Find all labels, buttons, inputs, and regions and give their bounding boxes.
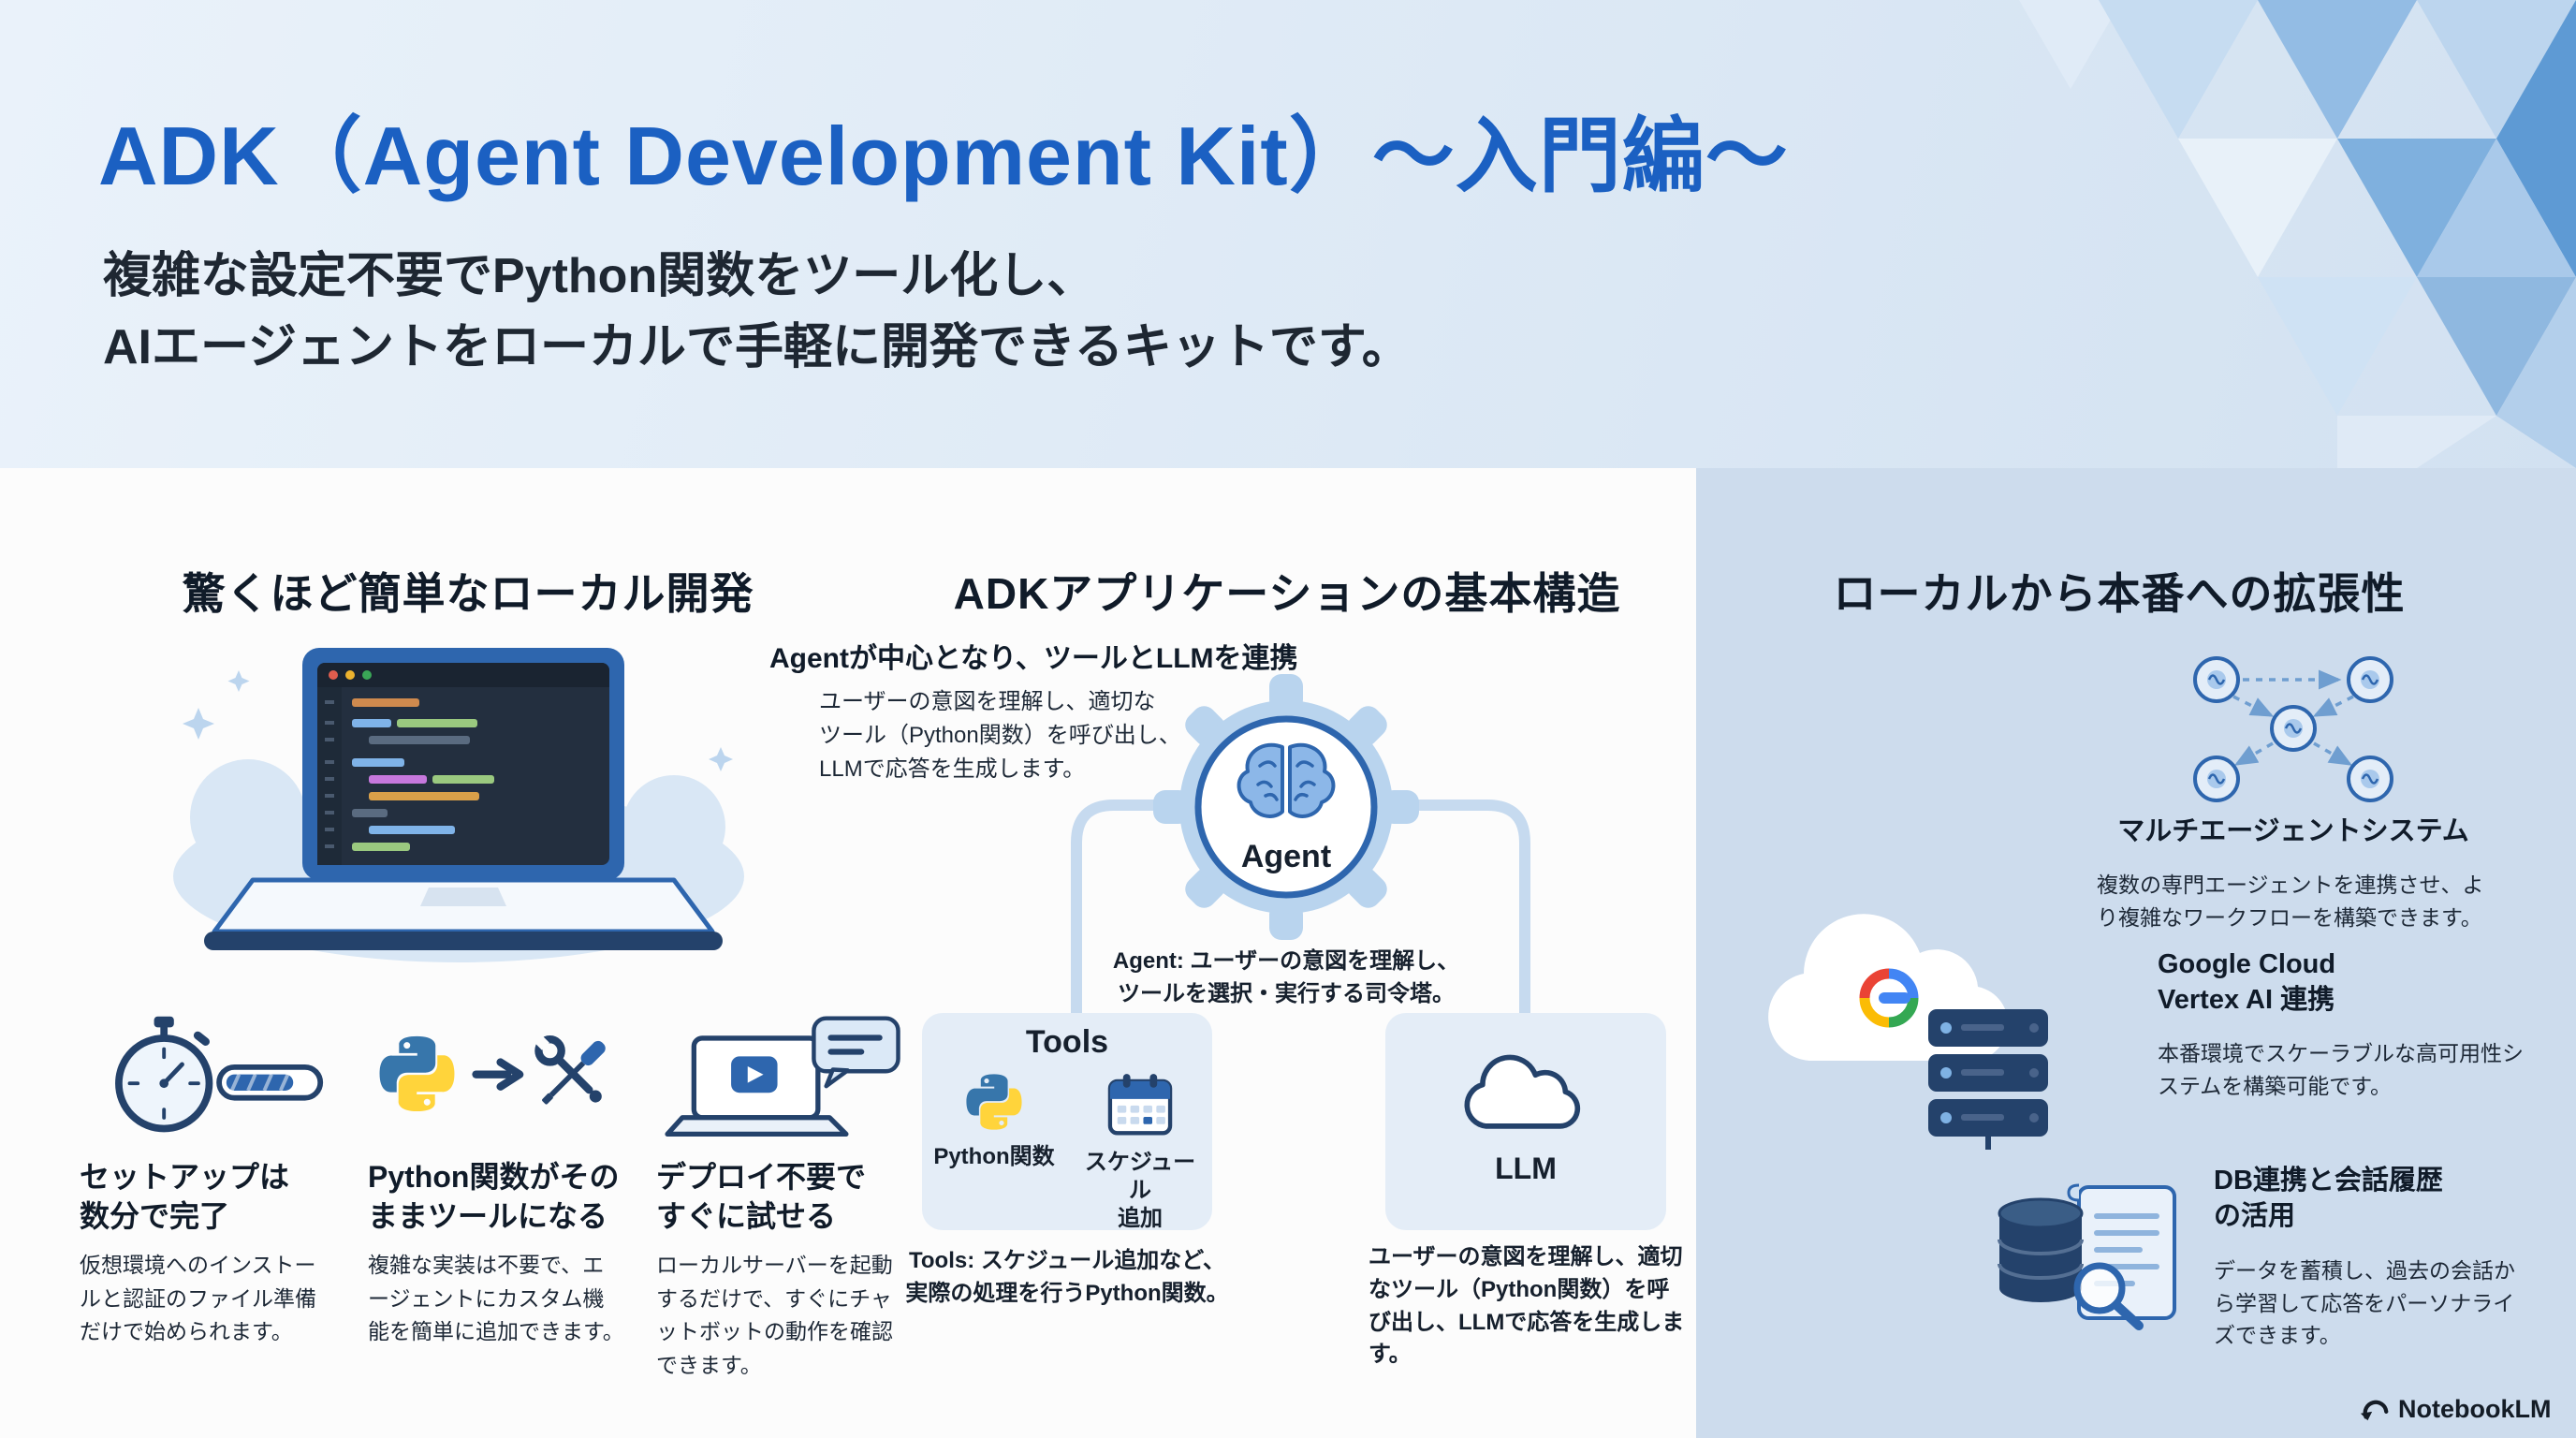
tools-box: Tools Python関数 — [922, 1013, 1212, 1233]
section-body-db-history: データを蓄積し、過去の会話から学習して応答をパーソナライズできます。 — [2214, 1258, 2515, 1347]
agent-note: ユーザーの意図を理解し、適切な ツール（Python関数）を呼び出し、 LLMで… — [819, 689, 1181, 782]
header: ADK（Agent Development Kit）〜入門編〜 複雑な設定不要で… — [0, 0, 2576, 468]
llm-box-title: LLM — [1495, 1152, 1557, 1185]
left-column-heading: 驚くほど簡単なローカル開発 — [182, 569, 754, 618]
feature-python-tools: Python関数がその ままツールになる 複雑な実装は不要で、エージェントにカス… — [368, 1004, 624, 1383]
tools-item-python: Python関数 — [932, 1068, 1056, 1171]
brain-icon — [1237, 742, 1336, 818]
agent-caption: Agent: ユーザーの意図を理解し、 ツールを選択・実行する司令塔。 — [1112, 948, 1460, 1006]
laptop-play-chat-icon — [664, 1016, 900, 1137]
llm-box: LLM — [1385, 1013, 1666, 1230]
tools-item-label: スケジュール 追加 — [1084, 1150, 1196, 1231]
server-stack-icon — [1928, 1009, 2048, 1150]
right-column-heading: ローカルから本番への拡張性 — [1833, 569, 2406, 618]
center-column-heading: ADKアプリケーションの基本構造 — [953, 569, 1621, 618]
agent-label: Agent — [1240, 839, 1332, 874]
section-title-db-history: DB連携と会話履歴 の活用 — [2214, 1166, 2443, 1231]
subtitle-line-1: 複雑な設定不要でPython関数をツール化し、 — [103, 249, 1096, 303]
page-title: ADK（Agent Development Kit）〜入門編〜 — [98, 110, 1789, 202]
center-subheading: Agentが中心となり、ツールとLLMを連携 — [769, 643, 1298, 674]
feature-setup: セットアップは 数分で完了 仮想環境へのインストールと認証のファイル準備だけで始… — [80, 1004, 336, 1383]
python-to-tools-icon — [379, 1034, 606, 1112]
stopwatch-progress-icon — [114, 1016, 323, 1132]
python-icon — [379, 1035, 455, 1112]
feature-body: 仮想環境へのインストールと認証のファイル準備だけで始められます。 — [80, 1253, 316, 1344]
tools-box-title: Tools — [1025, 1024, 1109, 1060]
llm-caption: ユーザーの意図を理解し、適切なツール（Python関数）を呼び出し、LLMで応答… — [1368, 1244, 1685, 1368]
feature-list: セットアップは 数分で完了 仮想環境へのインストールと認証のファイル準備だけで始… — [80, 1004, 913, 1383]
feature-body: ローカルサーバーを起動するだけで、すぐにチャットボットの動作を確認できます。 — [656, 1253, 893, 1378]
tools-item-label: Python関数 — [933, 1144, 1055, 1169]
python-icon — [966, 1074, 1022, 1130]
google-cloud-servers-illustration — [1768, 914, 2048, 1150]
tools-item-schedule: スケジュール 追加 — [1078, 1068, 1202, 1233]
cloud-icon — [1464, 1054, 1581, 1129]
calendar-icon — [1107, 1074, 1173, 1136]
subtitle-line-2: AIエージェントをローカルで手軽に開発できるキットです。 — [103, 320, 1411, 374]
database-history-icon — [1998, 1183, 2176, 1330]
section-title-multi-agent: マルチエージェントシステム — [2117, 816, 2469, 846]
notebooklm-logo-icon — [2360, 1400, 2389, 1421]
triangle-pattern-decoration — [2019, 0, 2576, 468]
line-numbers — [325, 700, 334, 848]
multi-agent-icon — [2193, 656, 2393, 802]
footer-brand: NotebookLM — [2359, 1393, 2551, 1425]
wrench-screwdriver-icon — [534, 1034, 606, 1105]
section-body-multi-agent: 複数の専門エージェントを連携させ、より複雑なワークフローを構築できます。 — [2097, 873, 2484, 930]
section-body-vertex-ai: 本番環境でスケーラブルな高可用性システムを構築可能です。 — [2158, 1041, 2524, 1098]
feature-title: デプロイ不要で すぐに試せる — [656, 1160, 867, 1233]
google-cloud-icon — [1859, 968, 1919, 1028]
footer-brand-text: NotebookLM — [2398, 1394, 2552, 1423]
magnifier-icon — [2073, 1262, 2144, 1330]
agent-gear-icon — [1153, 674, 1419, 940]
sparkle-icon — [183, 670, 733, 771]
feature-title: Python関数がその ままツールになる — [368, 1160, 620, 1233]
tools-caption: Tools: スケジュール追加など、 実際の処理を行うPython関数。 — [905, 1248, 1229, 1306]
code-lines — [352, 698, 494, 851]
chat-bubble-icon — [811, 1016, 900, 1088]
laptop-code-illustration — [173, 648, 744, 962]
database-icon — [1998, 1197, 2084, 1302]
feature-body: 複雑な実装は不要で、エージェントにカスタム機能を簡単に追加できます。 — [368, 1253, 624, 1344]
feature-title: セットアップは 数分で完了 — [80, 1160, 290, 1233]
arrow-right-icon — [472, 1058, 524, 1091]
feature-no-deploy: デプロイ不要で すぐに試せる ローカルサーバーを起動するだけで、すぐにチャットボ… — [656, 1004, 913, 1383]
section-title-vertex-ai: Google Cloud Vertex AI 連携 — [2158, 949, 2336, 1015]
